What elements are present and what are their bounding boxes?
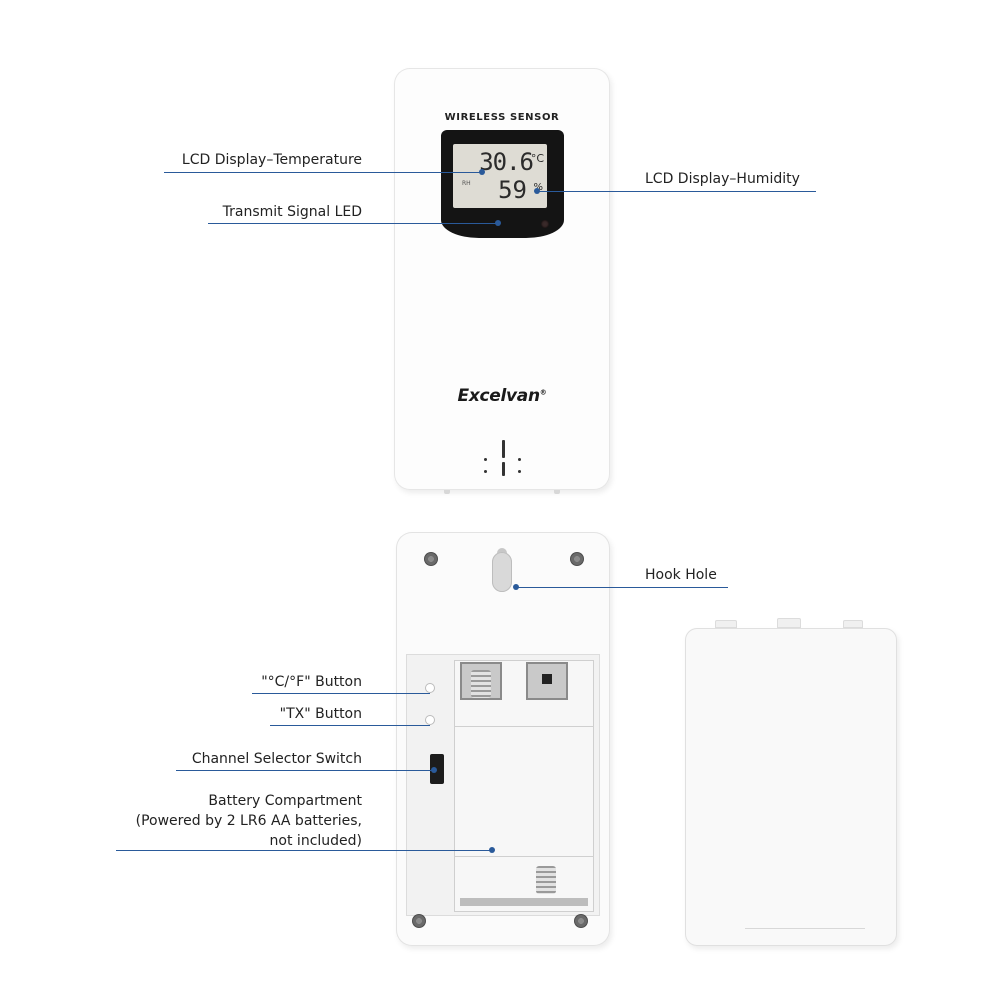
callout-line — [176, 770, 434, 771]
cover-edge — [745, 928, 865, 929]
callout-hook-hole: Hook Hole — [645, 567, 717, 583]
callout-pointer — [489, 847, 495, 853]
cf-button[interactable] — [426, 684, 434, 692]
callout-pointer — [431, 767, 437, 773]
battery-line-1: Battery Compartment — [208, 793, 362, 809]
callout-lcd-humidity: LCD Display–Humidity — [645, 171, 800, 187]
screw — [424, 552, 438, 566]
callout-line — [164, 172, 482, 173]
cover-tab — [777, 618, 801, 628]
callout-line — [537, 191, 816, 192]
callout-line — [116, 850, 492, 851]
callout-line — [208, 223, 498, 224]
callout-line — [516, 587, 728, 588]
lcd-bezel: 30.6 °C RH 59 % — [441, 130, 564, 238]
battery-line-3: not included) — [269, 833, 362, 849]
battery-divider — [454, 726, 594, 727]
lcd-display: 30.6 °C RH 59 % — [453, 144, 547, 208]
transmit-led — [541, 220, 549, 228]
callout-tx-button: "TX" Button — [279, 706, 362, 722]
vent-hole — [518, 458, 521, 461]
sensor-panel-title: WIRELESS SENSOR — [444, 112, 560, 123]
screw — [412, 914, 426, 928]
sensor-back — [396, 532, 610, 946]
brand-logo: Excelvan® — [394, 386, 610, 406]
lcd-temperature-unit: °C — [530, 152, 544, 165]
battery-compartment — [406, 654, 600, 916]
callout-line — [252, 693, 430, 694]
lcd-humidity-unit: % — [533, 182, 543, 193]
lcd-humidity-value: 59 — [498, 176, 527, 204]
battery-divider — [454, 856, 594, 857]
cover-tab — [715, 620, 737, 628]
vent-hole — [484, 458, 487, 461]
vent-slot — [502, 462, 505, 476]
channel-selector-switch[interactable] — [430, 754, 444, 784]
callout-line — [270, 725, 430, 726]
screw — [570, 552, 584, 566]
lcd-temperature-value: 30.6 — [479, 148, 534, 176]
callout-battery-compartment: Battery Compartment (Powered by 2 LR6 AA… — [136, 791, 362, 851]
tx-button[interactable] — [426, 716, 434, 724]
sensor-front: WIRELESS SENSOR 30.6 °C RH 59 % Excelvan… — [394, 68, 610, 494]
battery-terminal — [542, 674, 552, 684]
brand-name: Excelvan — [457, 386, 541, 406]
callout-pointer — [479, 169, 485, 175]
callout-cf-button: "°C/°F" Button — [261, 674, 362, 690]
battery-line-2: (Powered by 2 LR6 AA batteries, — [135, 813, 362, 829]
screw — [574, 914, 588, 928]
brand-registered-mark: ® — [539, 388, 547, 397]
vent-slot — [502, 440, 505, 458]
callout-channel-switch: Channel Selector Switch — [191, 751, 362, 767]
cover-tab — [843, 620, 863, 628]
lcd-rh-label: RH — [462, 180, 471, 187]
battery-cover — [685, 618, 897, 946]
vent-hole — [518, 470, 521, 473]
hook-hole — [492, 552, 512, 592]
foot — [554, 490, 560, 494]
battery-bay — [454, 660, 594, 912]
battery-bottom-contact — [460, 898, 588, 906]
foot — [444, 490, 450, 494]
callout-lcd-temperature: LCD Display–Temperature — [181, 152, 362, 168]
battery-spring — [536, 866, 556, 894]
callout-transmit-led: Transmit Signal LED — [222, 204, 362, 220]
callout-pointer — [495, 220, 501, 226]
vent-hole — [484, 470, 487, 473]
battery-spring — [471, 670, 491, 698]
